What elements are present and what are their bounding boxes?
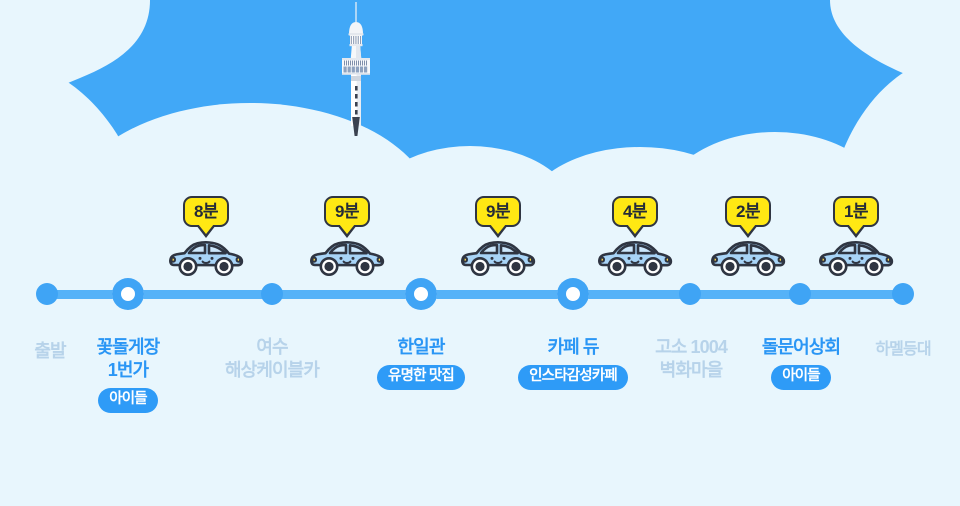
node-cablecar[interactable] — [261, 283, 283, 305]
duration-bubble: 8분 — [182, 196, 230, 239]
route-timeline — [0, 278, 960, 310]
stop-title: 꽃돌게장 1번가 — [96, 337, 161, 381]
stop-3[interactable]: 여수 해상케이블카 — [197, 336, 347, 382]
travel-segment-6: 1분 — [808, 196, 904, 279]
travel-segment-5: 2분 — [700, 196, 796, 279]
car-icon — [461, 241, 536, 277]
stop-title: 한일관 — [397, 337, 446, 357]
timeline-rail — [40, 290, 905, 299]
car-icon — [169, 241, 244, 277]
lighthouse-icon — [342, 2, 370, 136]
cloud-band — [0, 0, 960, 215]
node-dolmuneo[interactable] — [789, 283, 811, 305]
travel-segment-1: 8분 — [158, 196, 254, 279]
duration-bubble: 9분 — [474, 196, 522, 239]
duration-bubble: 4분 — [611, 196, 659, 239]
stop-title: 하멜등대 — [875, 341, 931, 358]
car-icon — [598, 241, 673, 277]
stop-badge: 아이들 — [771, 365, 831, 390]
stop-badge: 인스타감성카페 — [518, 365, 628, 390]
node-start[interactable] — [36, 283, 58, 305]
car-icon — [711, 241, 786, 277]
stop-8[interactable]: 하멜등대 — [848, 340, 958, 360]
node-cafe-due[interactable] — [557, 278, 589, 310]
stop-1[interactable]: 출발 — [15, 340, 85, 363]
node-goso-1004[interactable] — [679, 283, 701, 305]
travel-segment-4: 4분 — [587, 196, 683, 279]
stop-title: 여수 해상케이블카 — [225, 337, 320, 381]
duration-bubble: 1분 — [832, 196, 880, 239]
stop-badge: 유명한 맛집 — [377, 365, 465, 390]
stop-title: 고소 1004 벽화마을 — [655, 337, 728, 381]
sky-background — [0, 0, 960, 215]
duration-bubble: 2분 — [724, 196, 772, 239]
stop-title: 돌문어상회 — [761, 337, 841, 357]
stop-6[interactable]: 고소 1004 벽화마을 — [631, 336, 751, 382]
stop-title: 카페 듀 — [547, 337, 599, 357]
travel-segment-3: 9분 — [450, 196, 546, 279]
travel-segment-2: 9분 — [299, 196, 395, 279]
node-kkotdolgejang[interactable] — [112, 278, 144, 310]
node-hanilgwan[interactable] — [405, 278, 437, 310]
duration-bubble: 9분 — [323, 196, 371, 239]
car-icon — [819, 241, 894, 277]
car-icon — [310, 241, 385, 277]
stop-badge: 아이들 — [98, 388, 158, 413]
stop-title: 출발 — [34, 341, 66, 361]
node-hamel-lighthouse[interactable] — [892, 283, 914, 305]
